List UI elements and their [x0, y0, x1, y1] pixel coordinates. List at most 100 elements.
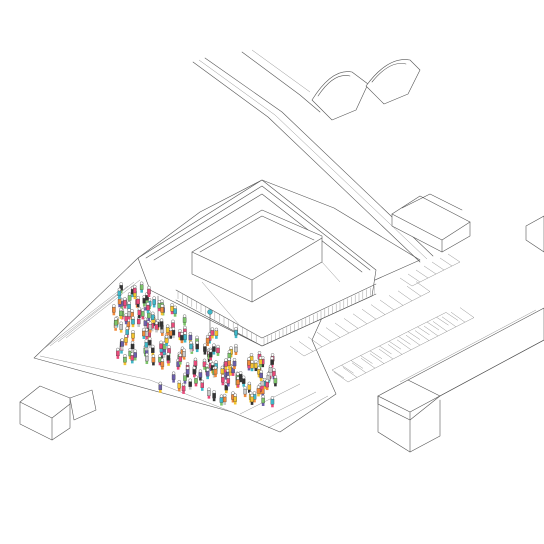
person-figure	[261, 394, 265, 406]
person-figure	[178, 329, 182, 341]
person-figure	[141, 308, 145, 320]
person-figure	[222, 393, 227, 405]
person-figure	[259, 369, 263, 381]
person-figure	[273, 375, 278, 387]
arched-sheds	[311, 59, 421, 121]
person-figure	[247, 357, 251, 369]
person-figure	[137, 307, 142, 319]
person-figure	[234, 343, 238, 356]
parking-line	[411, 261, 461, 287]
parking-line	[334, 322, 350, 334]
parking-line	[445, 312, 459, 321]
person-figure	[180, 332, 184, 344]
person-figure	[173, 305, 177, 317]
parking-line	[316, 332, 332, 343]
person-figure	[130, 352, 135, 364]
person-figure	[189, 340, 193, 352]
person-figure	[182, 314, 187, 326]
parking-line	[431, 261, 445, 271]
person-figure	[145, 352, 149, 365]
person-figure	[219, 394, 224, 406]
person-figure	[250, 393, 254, 405]
main-building	[137, 179, 377, 347]
parking-line	[289, 345, 305, 357]
person-figure	[205, 368, 210, 380]
parking-line	[333, 371, 349, 383]
person-figure	[227, 357, 231, 369]
person-figure	[192, 366, 197, 378]
parking-line	[351, 362, 367, 373]
person-figure	[151, 354, 156, 366]
person-figure	[133, 284, 137, 296]
parking-lot	[289, 253, 475, 383]
person-figure	[207, 387, 211, 399]
person-figure	[117, 287, 122, 299]
person-figure	[208, 349, 213, 361]
person-figure	[114, 317, 118, 329]
person-figure	[116, 347, 120, 359]
person-figure	[212, 390, 216, 402]
parking-line	[447, 253, 461, 263]
person-figure	[148, 321, 152, 333]
person-figure	[133, 349, 137, 361]
person-figure	[250, 360, 254, 372]
parking-line	[378, 348, 394, 360]
parking-line	[407, 331, 421, 340]
person-figure	[214, 327, 219, 339]
parking-line	[350, 360, 364, 369]
person-figure	[119, 282, 123, 294]
parking-line	[379, 345, 392, 355]
parking-line	[441, 316, 457, 327]
person-figure	[159, 340, 163, 352]
person-figure	[131, 330, 135, 342]
parking-line	[303, 291, 431, 357]
person-figure	[221, 374, 225, 386]
person-figure	[247, 381, 252, 393]
person-figure	[178, 353, 183, 365]
parking-line	[415, 269, 429, 279]
person-figure	[183, 372, 187, 384]
left-small-building	[19, 385, 97, 441]
parking-line	[414, 330, 430, 341]
parking-line	[459, 307, 475, 318]
person-figure	[213, 365, 218, 378]
parking-line	[370, 304, 386, 315]
person-figure	[232, 357, 237, 370]
person-figure	[136, 295, 140, 308]
person-figure	[238, 371, 243, 383]
person-figure	[202, 358, 207, 370]
person-figure	[243, 386, 247, 398]
person-figure	[127, 308, 131, 320]
person-figure	[183, 331, 187, 343]
person-figure	[236, 376, 240, 388]
person-figure	[159, 318, 164, 330]
parking-line	[439, 257, 453, 267]
person-figure	[171, 371, 176, 383]
person-figure	[123, 297, 127, 309]
person-figure	[144, 339, 149, 351]
person-figure	[268, 364, 273, 376]
parking-line	[432, 321, 448, 332]
parking-line	[360, 358, 376, 369]
parking-line	[436, 317, 449, 326]
person-figure	[130, 340, 135, 352]
person-figure	[181, 382, 186, 394]
person-figure	[124, 313, 128, 325]
person-figure	[198, 369, 203, 381]
parking-line	[379, 299, 395, 311]
parking-line	[415, 281, 431, 292]
person-figure	[177, 380, 181, 392]
parking-line	[396, 339, 412, 350]
person-figure	[148, 337, 152, 349]
parking-line	[298, 341, 314, 352]
parking-line	[342, 367, 358, 378]
person-figure	[151, 344, 155, 356]
person-figure	[256, 385, 261, 397]
person-figure	[151, 311, 155, 323]
long-warehouse	[377, 307, 544, 453]
parking-line	[343, 318, 359, 329]
person-figure	[147, 285, 151, 297]
parking-line	[423, 325, 439, 337]
